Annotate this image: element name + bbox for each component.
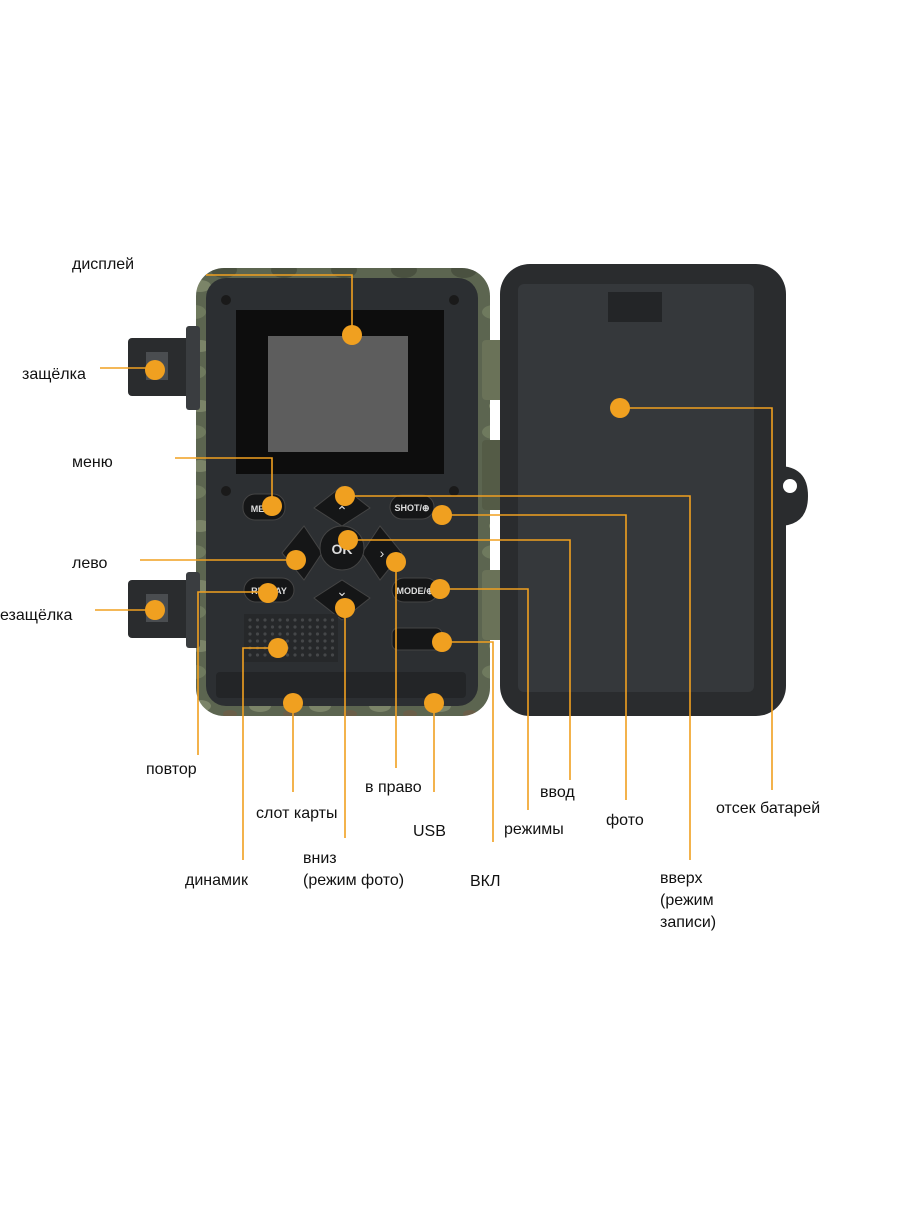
- marker-usb: [424, 693, 444, 713]
- label-modes: режимы: [504, 819, 564, 841]
- svg-text:⌄: ⌄: [336, 583, 348, 599]
- marker-modes: [430, 579, 450, 599]
- marker-battery: [610, 398, 630, 418]
- marker-right: [386, 552, 406, 572]
- label-left: лево: [72, 553, 107, 575]
- label-photo: фото: [606, 810, 644, 832]
- mode-button-text: MODE/⊕: [396, 586, 433, 596]
- shot-button-text: SHOT/⊕: [394, 503, 429, 513]
- battery-lid: [500, 264, 808, 716]
- label-enter: ввод: [540, 782, 575, 804]
- label-latch-top: защёлка: [22, 364, 86, 386]
- marker-down: [335, 598, 355, 618]
- label-down: вниз (режим фото): [303, 848, 404, 892]
- marker-enter: [338, 530, 358, 550]
- marker-on: [432, 632, 452, 652]
- marker-speaker: [268, 638, 288, 658]
- marker-left: [286, 550, 306, 570]
- label-speaker: динамик: [185, 870, 248, 892]
- marker-display: [342, 325, 362, 345]
- marker-latch-top: [145, 360, 165, 380]
- marker-replay: [258, 583, 278, 603]
- marker-card-slot: [283, 693, 303, 713]
- label-usb: USB: [413, 821, 446, 843]
- label-on: ВКЛ: [470, 871, 501, 893]
- label-battery: отсек батарей: [716, 798, 820, 820]
- marker-photo: [432, 505, 452, 525]
- marker-up: [335, 486, 355, 506]
- label-right: в право: [365, 777, 422, 799]
- label-menu: меню: [72, 452, 113, 474]
- label-card-slot: слот карты: [256, 803, 337, 825]
- marker-menu: [262, 496, 282, 516]
- display-screen: [236, 310, 444, 474]
- label-up: вверх (режим записи): [660, 868, 716, 934]
- label-replay: повтор: [146, 759, 197, 781]
- label-latch-bottom: езащёлка: [0, 605, 72, 627]
- svg-text:›: ›: [380, 545, 385, 561]
- marker-latch-bottom: [145, 600, 165, 620]
- label-display: дисплей: [72, 254, 134, 276]
